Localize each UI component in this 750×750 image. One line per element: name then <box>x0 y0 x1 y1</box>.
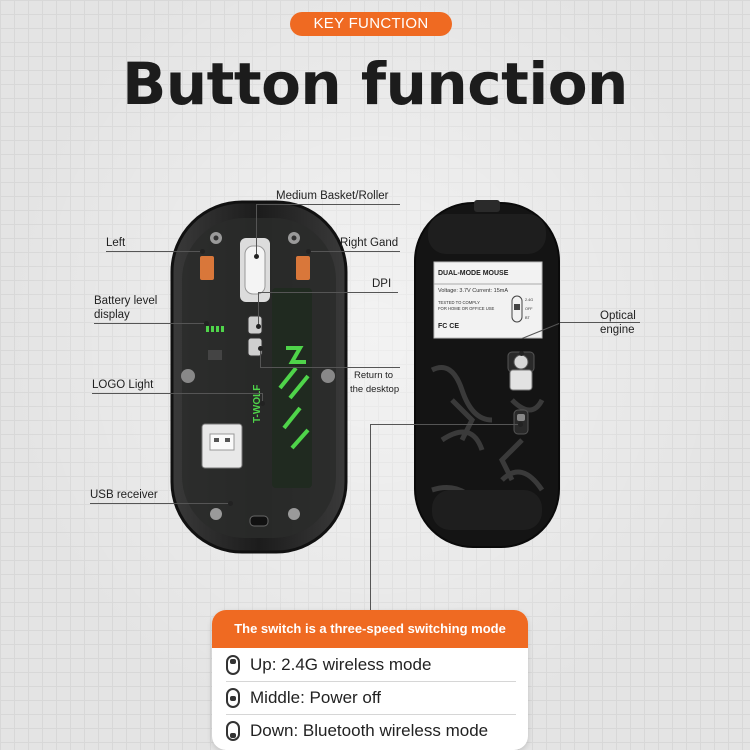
label-right-gand: Right Gand <box>340 237 399 249</box>
leader-right-gand <box>308 251 400 252</box>
leader-dot-right-gand <box>306 249 311 254</box>
svg-text:FC CE: FC CE <box>438 323 459 330</box>
sticker-comply-1: TESTED TO COMPLY <box>438 300 480 305</box>
switch-mode-card: The switch is a three-speed switching mo… <box>212 610 528 750</box>
leader-logo <box>92 393 262 394</box>
leader-dot-switch <box>518 422 523 427</box>
mouse-top-view-illustration: T-WOLF <box>170 200 348 554</box>
leader-optical <box>560 322 640 323</box>
label-left: Left <box>106 237 126 249</box>
mode-label-middle: Middle: Power off <box>250 688 382 707</box>
leader-return-rise <box>260 348 261 368</box>
mode-label-up: Up: 2.4G wireless mode <box>250 655 432 674</box>
label-optical-2: engine <box>600 324 635 336</box>
mode-divider-2 <box>226 714 516 715</box>
leader-dot-left <box>200 249 205 254</box>
label-return-2: the desktop <box>350 384 400 395</box>
mode-divider-1 <box>226 681 516 682</box>
sticker-switch-24g: 2.4G <box>525 298 533 302</box>
mouse-logo-text: T-WOLF <box>252 385 263 423</box>
sticker-spec: Voltage: 3.7V Current: 15mA <box>438 288 508 294</box>
leader-roller <box>256 204 400 205</box>
leader-dot-dpi <box>256 324 261 329</box>
leader-left <box>106 251 202 252</box>
mode-row-down: Down: Bluetooth wireless mode <box>226 718 488 744</box>
leader-usb <box>90 503 230 504</box>
leader-roller-drop <box>256 204 257 256</box>
leader-dot-battery <box>204 321 209 326</box>
label-return-1: Return to <box>354 370 394 381</box>
leader-logo-drop <box>262 393 263 403</box>
leader-dot-roller <box>254 254 259 259</box>
label-roller: Medium Basket/Roller <box>276 190 389 202</box>
leader-dot-return <box>258 346 263 351</box>
key-function-badge: KEY FUNCTION <box>290 12 452 36</box>
sticker-switch-bt: BT <box>525 316 531 320</box>
switch-down-icon <box>226 721 240 741</box>
label-usb-receiver: USB receiver <box>90 489 158 501</box>
label-battery-1: Battery level <box>94 295 158 307</box>
leader-dot-usb <box>228 501 233 506</box>
mode-row-up: Up: 2.4G wireless mode <box>226 652 431 678</box>
mode-row-middle: Middle: Power off <box>226 685 381 711</box>
page-title: Button function <box>122 50 628 118</box>
label-optical-1: Optical <box>600 310 636 322</box>
leader-switch-drop <box>370 424 371 612</box>
sticker-switch-off: OFF <box>525 307 533 311</box>
label-dpi: DPI <box>372 278 392 290</box>
mode-label-down: Down: Bluetooth wireless mode <box>250 721 489 740</box>
leader-return <box>260 367 400 368</box>
leader-dpi <box>258 292 398 293</box>
leader-switch <box>370 424 520 425</box>
leader-battery <box>94 323 206 324</box>
leader-dpi-drop <box>258 292 259 326</box>
switch-middle-icon <box>226 688 240 708</box>
label-battery-2: display <box>94 309 130 321</box>
leader-dot-logo <box>260 401 265 406</box>
switch-up-icon <box>226 655 240 675</box>
label-logo-light: LOGO Light <box>92 379 154 391</box>
leader-dot-optical <box>519 351 524 356</box>
switch-card-heading: The switch is a three-speed switching mo… <box>212 610 528 648</box>
sticker-comply-2: FOR HOME OR OFFICE USE <box>438 306 495 311</box>
sticker-title: DUAL-MODE MOUSE <box>438 270 509 277</box>
mouse-bottom-view-illustration: DUAL-MODE MOUSE Voltage: 3.7V Current: 1… <box>414 200 560 548</box>
